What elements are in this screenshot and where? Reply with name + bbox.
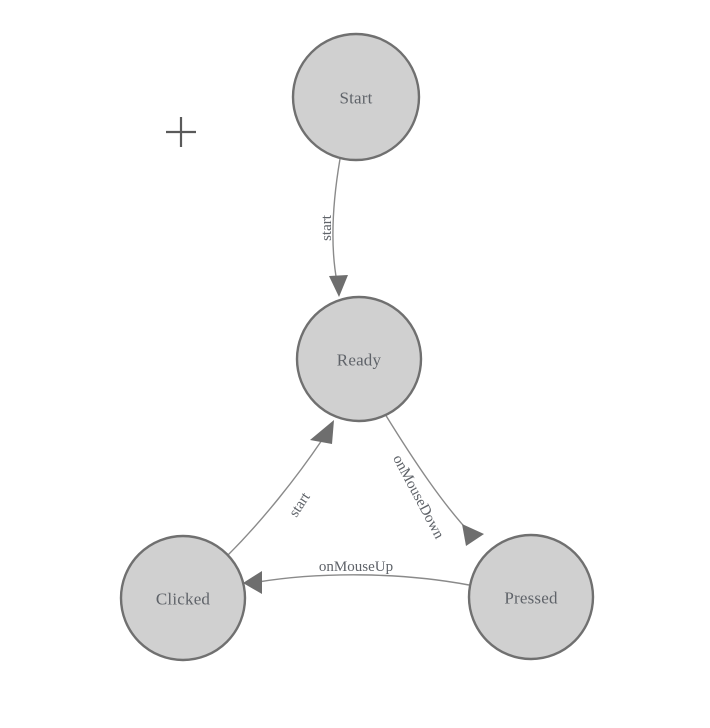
- node-layer: Start Ready Clicked Pressed: [119, 32, 595, 662]
- node-label-ready: Ready: [337, 351, 382, 370]
- edge-layer: [227, 158, 484, 594]
- node-circle-clicked[interactable]: [119, 534, 247, 662]
- node-clicked[interactable]: Clicked: [119, 534, 247, 662]
- edge-clicked-to-ready[interactable]: [227, 420, 334, 556]
- node-label-pressed: Pressed: [504, 589, 558, 608]
- arrowhead-into-clicked: [243, 571, 262, 594]
- edge-start-to-ready[interactable]: [329, 158, 348, 297]
- edge-label-pressed-to-clicked: onMouseUp: [319, 559, 393, 575]
- edge-path-clicked-to-ready[interactable]: [227, 439, 323, 556]
- arrowhead-into-pressed: [462, 524, 484, 546]
- node-label-start: Start: [339, 89, 372, 108]
- edge-pressed-to-clicked[interactable]: [243, 571, 470, 594]
- node-ready[interactable]: Ready: [295, 295, 423, 423]
- arrowhead-into-ready-bottom: [310, 420, 334, 444]
- node-label-clicked: Clicked: [156, 590, 211, 609]
- node-circle-pressed[interactable]: [467, 533, 595, 661]
- edge-path-start-to-ready[interactable]: [332, 158, 341, 283]
- node-pressed[interactable]: Pressed: [467, 533, 595, 661]
- edge-label-clicked-to-ready: start: [286, 489, 314, 520]
- edge-ready-to-pressed[interactable]: [384, 413, 484, 546]
- crosshair-marker-icon: [166, 117, 196, 147]
- arrowhead-into-ready-top: [329, 275, 348, 297]
- edge-path-pressed-to-clicked[interactable]: [257, 574, 470, 586]
- node-circle-start[interactable]: [291, 32, 421, 162]
- edge-label-start-to-ready: start: [319, 214, 335, 241]
- node-circle-ready[interactable]: [295, 295, 423, 423]
- node-start[interactable]: Start: [291, 32, 421, 162]
